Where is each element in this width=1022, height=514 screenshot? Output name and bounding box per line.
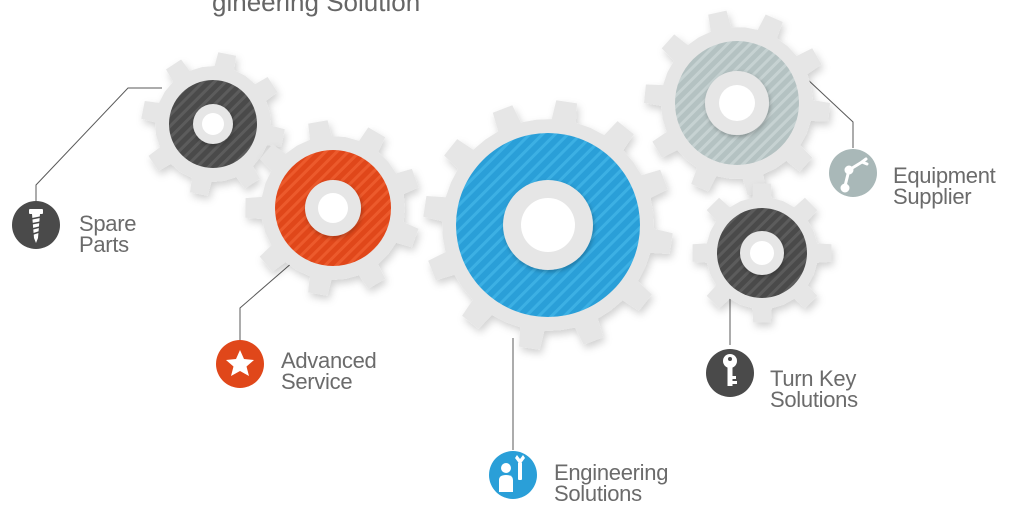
badge-spare-parts	[12, 201, 60, 249]
robot-arm-icon	[840, 157, 869, 193]
badge-engineering	[489, 451, 537, 499]
connector-advanced-service	[239, 261, 294, 340]
gear-equipment	[644, 10, 830, 196]
connector-equipment	[790, 63, 854, 148]
badge-advanced-service	[216, 340, 264, 388]
star-icon	[226, 350, 254, 376]
screw-icon	[29, 209, 43, 243]
connector-lines	[35, 63, 854, 450]
page-title-fragment: gineering Solution	[212, 0, 421, 17]
badge-turn-key	[706, 349, 754, 397]
connector-spare-parts	[35, 87, 162, 205]
key-icon	[723, 354, 737, 386]
gear-turn-key	[692, 183, 832, 323]
gear-advanced-service	[245, 120, 419, 296]
gear-spare-parts	[141, 52, 285, 196]
badge-equipment	[829, 149, 877, 197]
engineer-icon	[499, 455, 525, 492]
gear-engineering	[423, 100, 673, 350]
